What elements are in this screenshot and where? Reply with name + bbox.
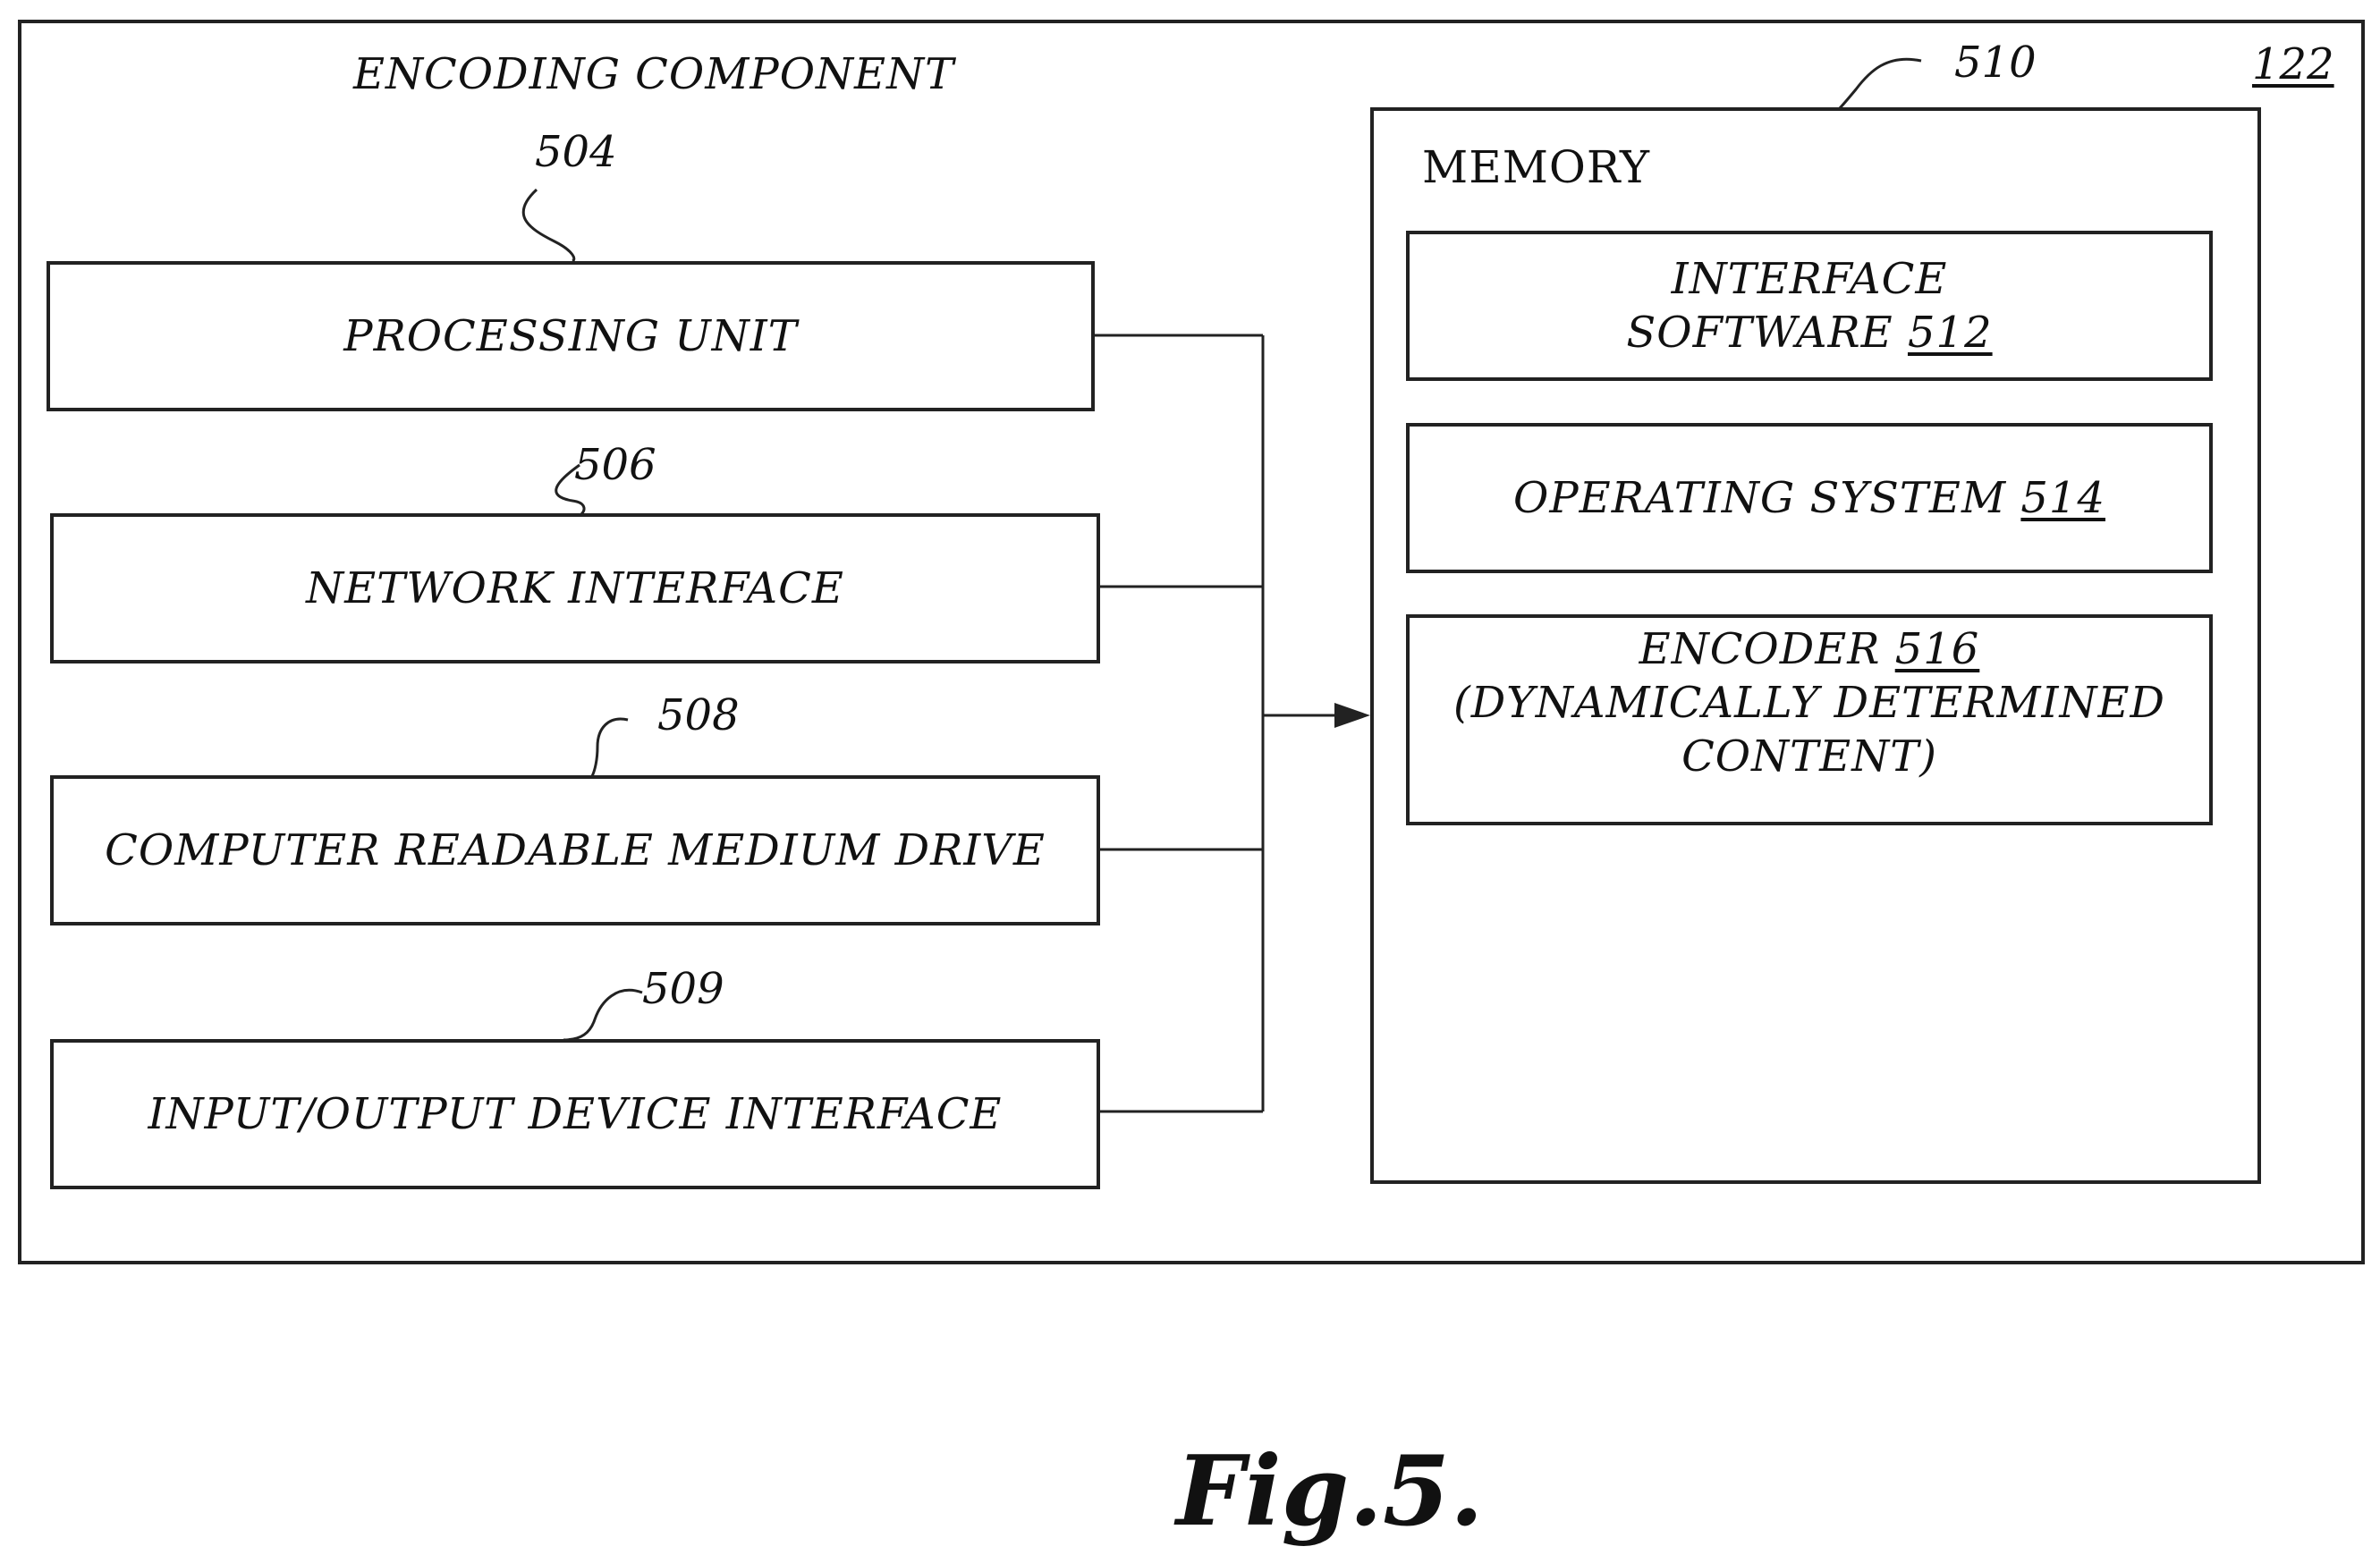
ref-514: 514 (2020, 473, 2105, 523)
interface-software-label: INTERFACE SOFTWARE 512 (1406, 252, 2213, 359)
network-interface-label: NETWORK INTERFACE (50, 562, 1100, 615)
component-ref-122: 122 (2252, 39, 2334, 89)
encoder-line2: (DYNAMICALLY DETERMINED (1406, 676, 2213, 730)
encoder-line3: CONTENT) (1406, 730, 2213, 783)
ref-504: 504 (535, 127, 617, 177)
interface-software-line2: SOFTWARE (1626, 308, 1893, 358)
ref-512: 512 (1908, 308, 1993, 358)
interface-software-line1: INTERFACE (1406, 252, 2213, 306)
encoder-label: ENCODER 516 (DYNAMICALLY DETERMINED CONT… (1406, 622, 2213, 783)
ref-506: 506 (574, 440, 656, 490)
ref-508: 508 (657, 690, 740, 740)
encoding-component-title: ENCODING COMPONENT (353, 49, 954, 99)
ref-516: 516 (1895, 624, 1980, 674)
figure-caption: Fig.5. (1176, 1435, 1484, 1548)
encoder-text: ENCODER (1639, 624, 1881, 674)
operating-system-label: OPERATING SYSTEM 514 (1406, 471, 2213, 525)
memory-title: MEMORY (1422, 141, 1650, 193)
medium-drive-label: COMPUTER READABLE MEDIUM DRIVE (50, 824, 1100, 877)
io-interface-label: INPUT/OUTPUT DEVICE INTERFACE (50, 1087, 1100, 1141)
ref-509: 509 (642, 964, 724, 1014)
ref-510: 510 (1954, 38, 2037, 88)
processing-unit-label: PROCESSING UNIT (47, 309, 1095, 363)
operating-system-text: OPERATING SYSTEM (1513, 473, 2006, 523)
